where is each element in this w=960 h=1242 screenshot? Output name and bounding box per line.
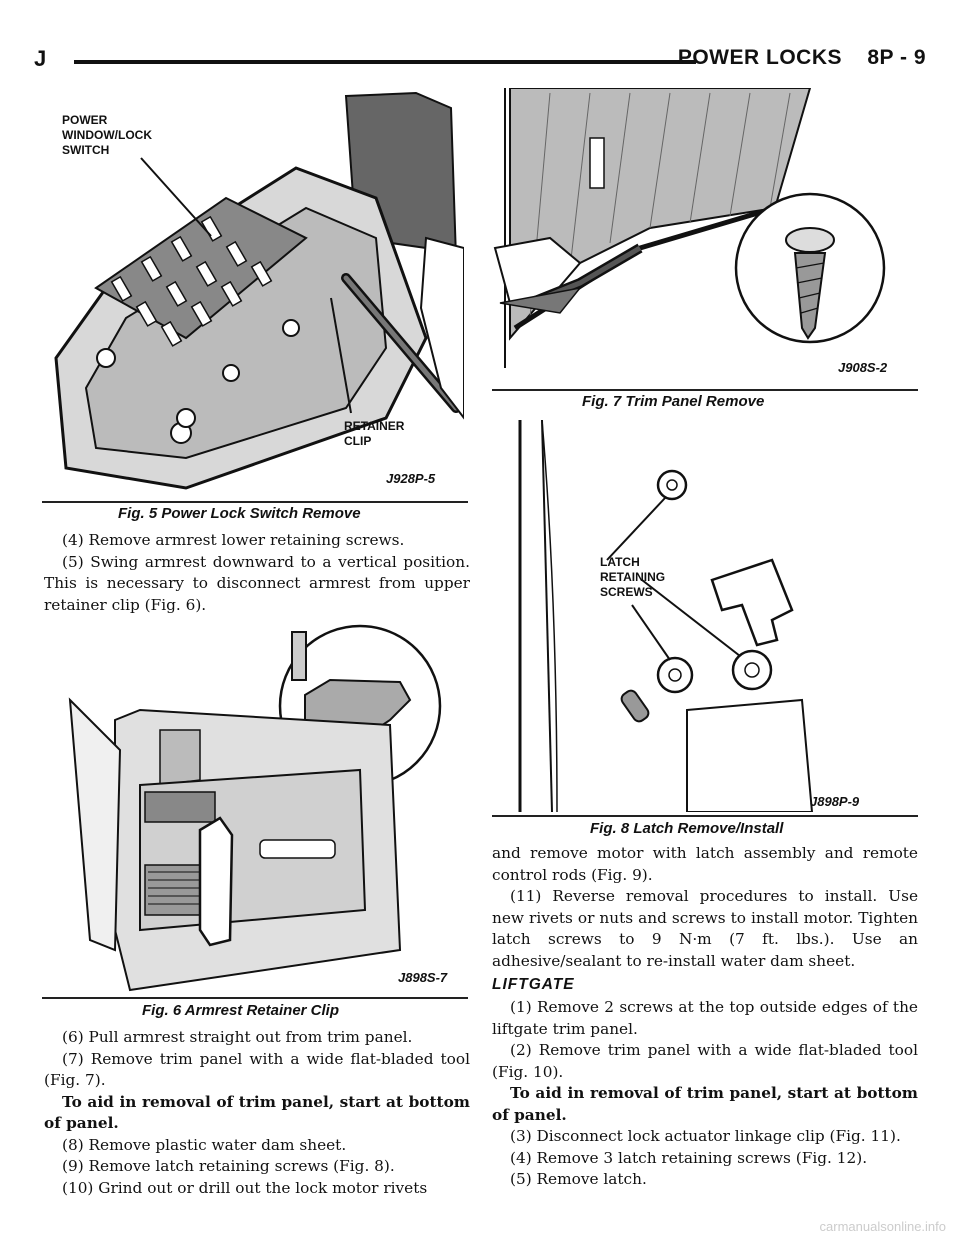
fig7-caption: Fig. 7 Trim Panel Remove: [582, 393, 765, 410]
fig5-label-power: POWER: [62, 113, 108, 127]
fig8-illustration: LATCH RETAINING SCREWS J898P-9: [512, 420, 884, 812]
step-5: (5) Swing armrest downward to a vertical…: [44, 552, 470, 614]
liftgate-step-2: (2) Remove trim panel with a wide flat-b…: [492, 1041, 918, 1081]
step-10: (10) Grind out or drill out the lock mot…: [62, 1178, 428, 1197]
fig7-code: J908S-2: [838, 360, 888, 375]
step-10-cont: and remove motor with latch assembly and…: [492, 844, 918, 884]
fig8-label-screws: SCREWS: [600, 585, 653, 599]
fig5-illustration: POWER WINDOW/LOCK SWITCH RETAINER CLIP J…: [46, 88, 464, 498]
left-text-block-a: (4) Remove armrest lower retaining screw…: [44, 530, 470, 616]
fig5-label-window-lock: WINDOW/LOCK: [62, 128, 152, 142]
step-7: (7) Remove trim panel with a wide flat-b…: [44, 1049, 470, 1090]
fig5-code: J928P-5: [386, 471, 436, 486]
liftgate-step-5: (5) Remove latch.: [510, 1170, 647, 1188]
right-text-block-a: and remove motor with latch assembly and…: [492, 843, 918, 972]
watermark: carmanualsonline.info: [819, 1219, 946, 1234]
liftgate-step-1: (1) Remove 2 screws at the top outside e…: [492, 998, 918, 1038]
fig8-label-retaining: RETAINING: [600, 570, 665, 584]
header-rule: [74, 60, 696, 64]
header-title: POWER LOCKS 8P - 9: [677, 46, 926, 69]
fig7-rule: [492, 389, 918, 391]
liftgate-steps: (1) Remove 2 screws at the top outside e…: [492, 997, 918, 1191]
fig5-label-clip: CLIP: [344, 434, 371, 448]
liftgate-step-3: (3) Disconnect lock actuator linkage cli…: [510, 1127, 901, 1145]
fig5-rule: [42, 501, 468, 503]
step-8: (8) Remove plastic water dam sheet.: [62, 1135, 347, 1154]
header-section-letter: J: [34, 46, 47, 71]
liftgate-heading: LIFTGATE: [492, 976, 575, 993]
fig5-label-retainer: RETAINER: [344, 419, 405, 433]
note-bottom-start: To aid in removal of trim panel, start a…: [44, 1092, 470, 1133]
fig8-label-latch: LATCH: [600, 555, 640, 569]
fig5-label-switch: SWITCH: [62, 143, 109, 157]
fig6-illustration: J898S-7: [60, 610, 462, 995]
fig8-rule: [492, 815, 918, 817]
step-11: (11) Reverse removal procedures to insta…: [492, 887, 918, 970]
step-4: (4) Remove armrest lower retaining screw…: [62, 531, 405, 549]
liftgate-step-4: (4) Remove 3 latch retaining screws (Fig…: [510, 1148, 868, 1167]
step-6: (6) Pull armrest straight out from trim …: [62, 1028, 413, 1046]
fig6-rule: [42, 997, 468, 999]
fig8-code: J898P-9: [810, 794, 860, 809]
page-header: J POWER LOCKS 8P - 9: [34, 38, 926, 78]
fig7-illustration: J908S-2: [490, 88, 910, 388]
step-9: (9) Remove latch retaining screws (Fig. …: [62, 1157, 395, 1175]
fig8-caption: Fig. 8 Latch Remove/Install: [590, 820, 784, 837]
fig5-caption: Fig. 5 Power Lock Switch Remove: [118, 505, 361, 522]
liftgate-note: To aid in removal of trim panel, start a…: [492, 1084, 918, 1124]
fig6-code: J898S-7: [398, 970, 448, 985]
left-text-block-b: (6) Pull armrest straight out from trim …: [44, 1027, 470, 1199]
fig6-caption: Fig. 6 Armrest Retainer Clip: [142, 1002, 339, 1019]
